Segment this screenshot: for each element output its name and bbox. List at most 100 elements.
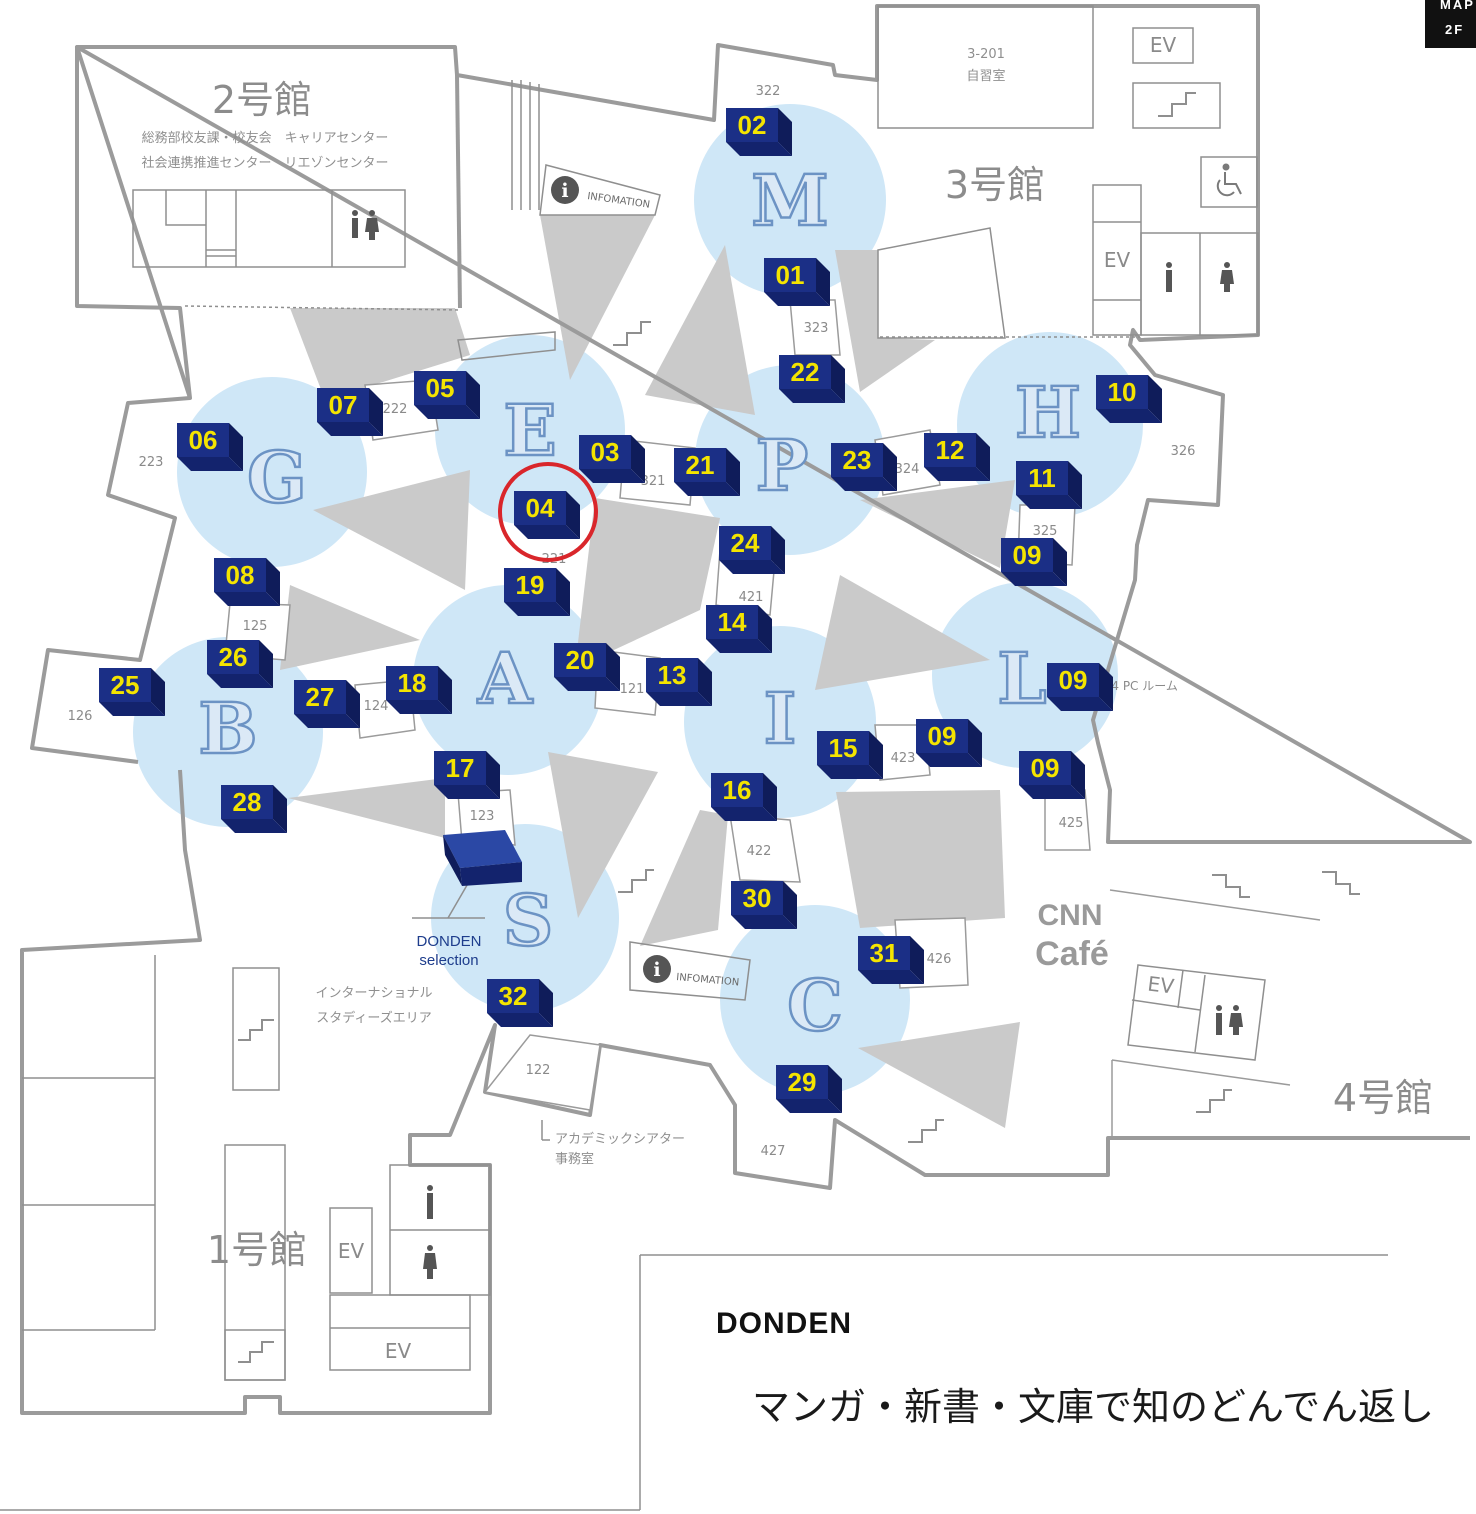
- stairs-icon: [618, 869, 654, 893]
- shelf-bottom: [99, 702, 165, 716]
- shelf-15[interactable]: 15: [817, 731, 883, 779]
- shelf-bottom: [317, 422, 383, 436]
- floor-badge-map: MAP: [1440, 0, 1475, 12]
- shelf-side: [369, 388, 383, 436]
- shelf-bottom: [1001, 572, 1067, 586]
- shelf-number: 20: [566, 645, 595, 675]
- shelf-09[interactable]: 09: [1019, 751, 1085, 799]
- shelf-06[interactable]: 06: [177, 423, 243, 471]
- donden-selection-shelf[interactable]: [443, 830, 522, 886]
- shelf-bottom: [1096, 409, 1162, 423]
- shelf-side: [539, 979, 553, 1027]
- shelf-side: [151, 668, 165, 716]
- elevator-label: EV: [385, 1339, 412, 1363]
- shelf-26[interactable]: 26: [207, 640, 273, 688]
- shelf-03[interactable]: 03: [579, 435, 645, 483]
- shelf-23[interactable]: 23: [831, 443, 897, 491]
- svg-text:INFOMATION: INFOMATION: [587, 191, 651, 211]
- shelf-bottom: [386, 700, 452, 714]
- shelf-32[interactable]: 32: [487, 979, 553, 1027]
- shelf-bottom: [764, 292, 830, 306]
- shelf-side: [631, 435, 645, 483]
- shelf-13[interactable]: 13: [646, 658, 712, 706]
- shelf-number: 24: [731, 528, 760, 558]
- shelf-02[interactable]: 02: [726, 108, 792, 156]
- shelf-09[interactable]: 09: [1047, 663, 1113, 711]
- shelf-face: [207, 640, 259, 674]
- shelf-17[interactable]: 17: [434, 751, 500, 799]
- shelf-bottom: [294, 714, 360, 728]
- shelf-side: [1148, 375, 1162, 423]
- shelf-side: [229, 423, 243, 471]
- shelf-16[interactable]: 16: [711, 773, 777, 821]
- shelf-25[interactable]: 25: [99, 668, 165, 716]
- shelf-bottom: [646, 692, 712, 706]
- shelf-face: [776, 1065, 828, 1099]
- shelf-face: [434, 751, 486, 785]
- shelf-09[interactable]: 09: [1001, 538, 1067, 586]
- zone-letter-l: L: [997, 637, 1046, 720]
- shelf-04[interactable]: 04: [514, 491, 580, 539]
- shelf-14[interactable]: 14: [706, 605, 772, 653]
- restroom-icon: [1216, 1005, 1243, 1035]
- shelf-side: [783, 881, 797, 929]
- shelf-30[interactable]: 30: [731, 881, 797, 929]
- info-sign: i INFOMATION: [643, 955, 740, 988]
- restroom-icon: [423, 1245, 437, 1279]
- shelf-05[interactable]: 05: [414, 371, 480, 419]
- room-number: 223: [139, 455, 164, 470]
- shelf-bottom: [214, 592, 280, 606]
- shelf-face: [504, 568, 556, 602]
- shelf-face: [99, 668, 151, 702]
- shelf-face: [1001, 538, 1053, 572]
- shelf-24[interactable]: 24: [719, 526, 785, 574]
- shelf-number: 26: [219, 642, 248, 672]
- shelf-number: 13: [658, 660, 687, 690]
- room-number: 125: [243, 619, 268, 634]
- elevator-label: EV: [1146, 972, 1175, 999]
- zone-letter-c: C: [787, 964, 843, 1047]
- room-number: 126: [68, 709, 93, 724]
- shelf-face: [1096, 375, 1148, 409]
- shelf-27[interactable]: 27: [294, 680, 360, 728]
- shelf-number: 28: [233, 787, 262, 817]
- shelf-22[interactable]: 22: [779, 355, 845, 403]
- shelf-08[interactable]: 08: [214, 558, 280, 606]
- shelf-29[interactable]: 29: [776, 1065, 842, 1113]
- building-label: 3号館: [945, 163, 1045, 207]
- shelf-number: 05: [426, 373, 455, 403]
- shelf-12[interactable]: 12: [924, 433, 990, 481]
- shelf-number: 08: [226, 560, 255, 590]
- svg-text:i: i: [561, 180, 568, 202]
- zone-letter-a: A: [477, 637, 534, 720]
- shelf-10[interactable]: 10: [1096, 375, 1162, 423]
- shelf-side: [346, 680, 360, 728]
- info-icon: [551, 176, 579, 204]
- shelf-bottom: [924, 467, 990, 481]
- shelf-01[interactable]: 01: [764, 258, 830, 306]
- shelf-19[interactable]: 19: [504, 568, 570, 616]
- room-number: 424 PC ルーム: [1096, 679, 1178, 693]
- shelf-side: [763, 773, 777, 821]
- shelf-side: [883, 443, 897, 491]
- cafe-name: Café: [1035, 935, 1109, 973]
- shelf-face: [1016, 461, 1068, 495]
- room-number: 426: [927, 952, 952, 967]
- shelf-21[interactable]: 21: [674, 448, 740, 496]
- shelf-18[interactable]: 18: [386, 666, 452, 714]
- zone-letters: M E P H G A I L B S C: [197, 158, 1082, 1049]
- shelf-number: 22: [791, 357, 820, 387]
- shelf-20[interactable]: 20: [554, 643, 620, 691]
- shelf-bottom: [487, 1013, 553, 1027]
- shelf-09[interactable]: 09: [916, 719, 982, 767]
- shelf-side: [778, 108, 792, 156]
- shelf-28[interactable]: 28: [221, 785, 287, 833]
- shelf-bottom: [1047, 697, 1113, 711]
- cafe-logo: CNN: [1038, 899, 1103, 932]
- room-number: 321: [641, 474, 666, 489]
- shelf-31[interactable]: 31: [858, 936, 924, 984]
- shelf-11[interactable]: 11: [1016, 461, 1082, 509]
- shelf-07[interactable]: 07: [317, 388, 383, 436]
- building-label: 1号館: [207, 1228, 307, 1272]
